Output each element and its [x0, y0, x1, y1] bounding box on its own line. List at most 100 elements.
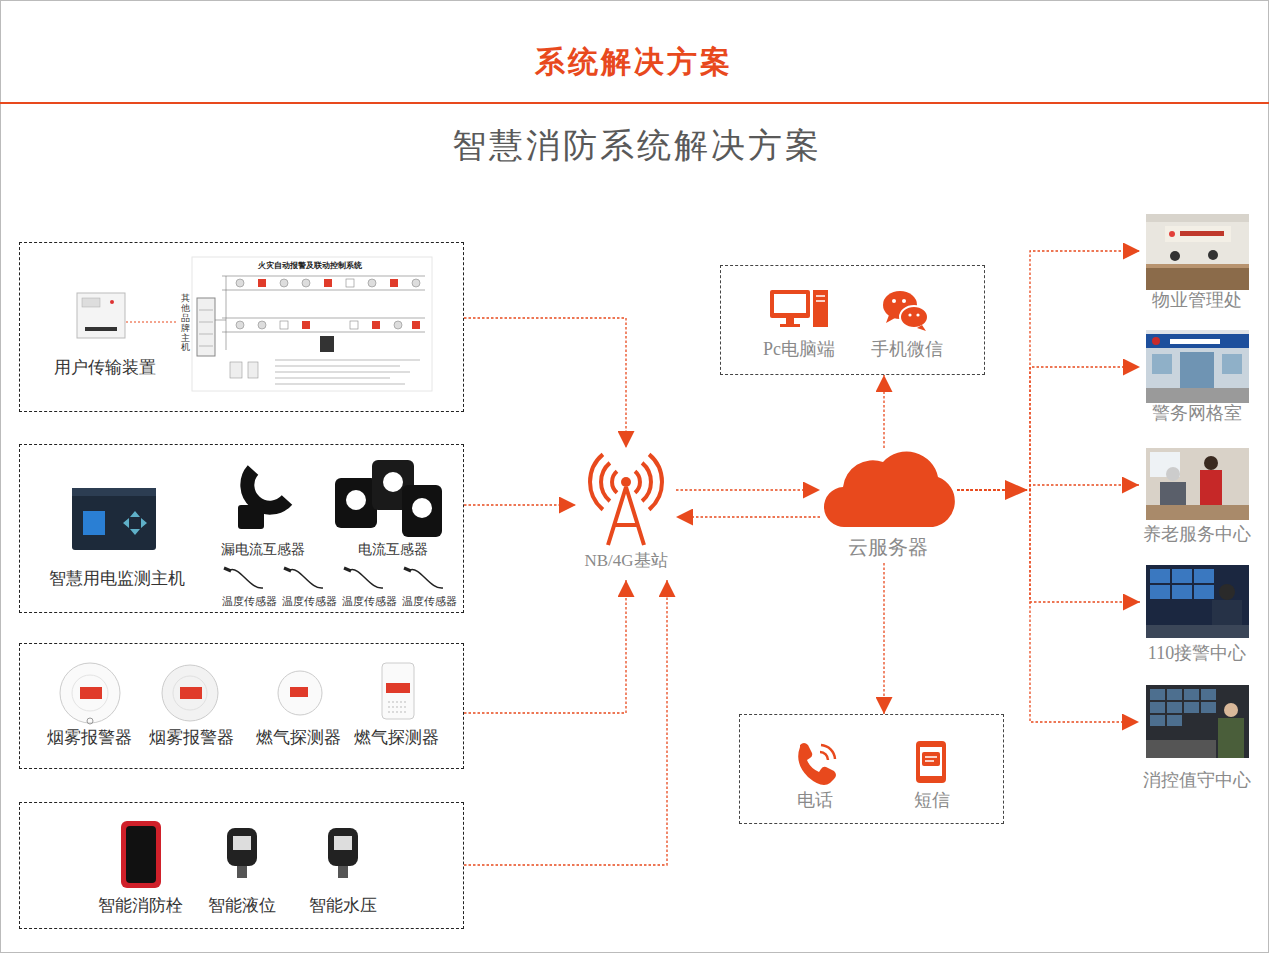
photo-window: [1222, 354, 1242, 374]
sensor-stem: [338, 866, 348, 878]
handset: [916, 741, 946, 783]
police-room-photo: [1146, 330, 1249, 403]
node-label: 云服务器: [848, 535, 928, 559]
photo-logo: [1152, 337, 1160, 345]
elderly-center-photo: [1146, 448, 1249, 520]
current-ct: [335, 460, 442, 537]
photo-door: [1180, 352, 1214, 388]
photo-sign-text: [1180, 231, 1224, 236]
cabinet: [197, 298, 215, 356]
node-label: 温度传感器: [402, 595, 457, 608]
signal-connector: [464, 318, 626, 448]
photo-ceiling: [1146, 214, 1249, 222]
sensor-wire: [350, 570, 383, 589]
photo-desk: [1146, 625, 1249, 638]
photo-screen: [1150, 585, 1170, 599]
sensor-body: [328, 828, 358, 866]
photo-screen: [1167, 689, 1182, 700]
detector-ring: [173, 676, 207, 710]
photo-facade: [1146, 348, 1249, 388]
bubble-tail: [917, 325, 926, 331]
photo-screen: [1150, 689, 1165, 700]
detector-ring: [72, 675, 108, 711]
module: [350, 321, 358, 329]
sensor-body: [227, 828, 257, 866]
cloud-icon: [824, 452, 955, 527]
smoke-detector: [162, 665, 218, 721]
alarm-schematic: [192, 257, 432, 391]
detector-body: [382, 663, 414, 719]
node-label: 智能水压: [309, 896, 377, 916]
detector-body: [278, 671, 322, 715]
signal-connector: [464, 580, 626, 713]
detector-label: [180, 687, 202, 699]
photo-screen: [1184, 689, 1199, 700]
alarm-center-photo: [1146, 565, 1249, 638]
handset-screen: [920, 747, 942, 776]
subtitle: 智慧消防系统解决方案: [452, 125, 822, 166]
node-label: 温度传感器: [282, 595, 337, 608]
photo-logo: [1169, 231, 1175, 237]
icon-node: 110接警中心: [1140, 565, 1256, 669]
photo-officer: [1218, 718, 1244, 758]
phone-icon: [798, 743, 836, 785]
photo-head: [1166, 467, 1180, 481]
photo-screen: [1184, 702, 1199, 713]
module: [412, 321, 420, 329]
ct-hole: [412, 498, 432, 518]
pc-tower: [813, 290, 828, 327]
pc-slots: [816, 296, 825, 301]
detector-hook: [87, 718, 93, 724]
node-label: 手机微信: [871, 339, 943, 361]
photo-ground: [1146, 448, 1249, 520]
ct-hole: [346, 490, 366, 510]
module: [346, 279, 354, 287]
device-screen: [82, 298, 100, 307]
signal-connector: [957, 490, 1139, 722]
transmission-device: [77, 293, 125, 338]
schematic-sheet: [192, 257, 432, 391]
icon-node: 警务网格室: [1140, 330, 1256, 429]
photo-desk-top: [1146, 264, 1249, 268]
signal-connector: [957, 490, 1140, 602]
signal-connector: [676, 516, 820, 517]
photo-desk: [1146, 268, 1249, 290]
signal-connector: [676, 489, 820, 490]
photo-screen: [1150, 569, 1170, 583]
detector: [258, 321, 266, 329]
sensor-screen: [334, 836, 352, 850]
photo-screen: [1194, 569, 1214, 583]
module: [230, 362, 242, 378]
node-label: 电流互感器: [358, 541, 428, 558]
ct: [402, 485, 442, 537]
cabinet-lines: [199, 310, 213, 346]
signal-connector: [464, 504, 576, 505]
pressure-sensor: [328, 828, 358, 878]
detector: [302, 279, 310, 287]
device-body: [77, 293, 125, 338]
node-label: 智慧用电监测主机: [49, 569, 185, 589]
module: [372, 321, 380, 329]
photo-sidewalk: [1146, 388, 1249, 403]
photo-ground: [1146, 214, 1249, 290]
photo-screen: [1167, 702, 1182, 713]
node-label: 智能消防栓: [98, 896, 183, 916]
gas-detector: [278, 671, 322, 715]
photo-screen: [1150, 702, 1165, 713]
detector: [368, 279, 376, 287]
sensor-probe: [224, 568, 411, 571]
host-screen: [83, 511, 105, 535]
hydrant-face: [126, 826, 156, 883]
node-label: 用户传输装置: [54, 358, 156, 378]
photo-sign-text: [1170, 339, 1220, 344]
photo-head: [1224, 703, 1238, 717]
smoke-detector: [60, 663, 120, 724]
gas-detector: [382, 663, 414, 719]
page-title: 系统解决方案: [535, 44, 733, 80]
eye: [902, 299, 906, 303]
node-label: 智能液位: [208, 896, 276, 916]
sensor-wire: [230, 570, 263, 589]
node-label: 电话: [797, 790, 833, 812]
host-body: [72, 488, 156, 550]
